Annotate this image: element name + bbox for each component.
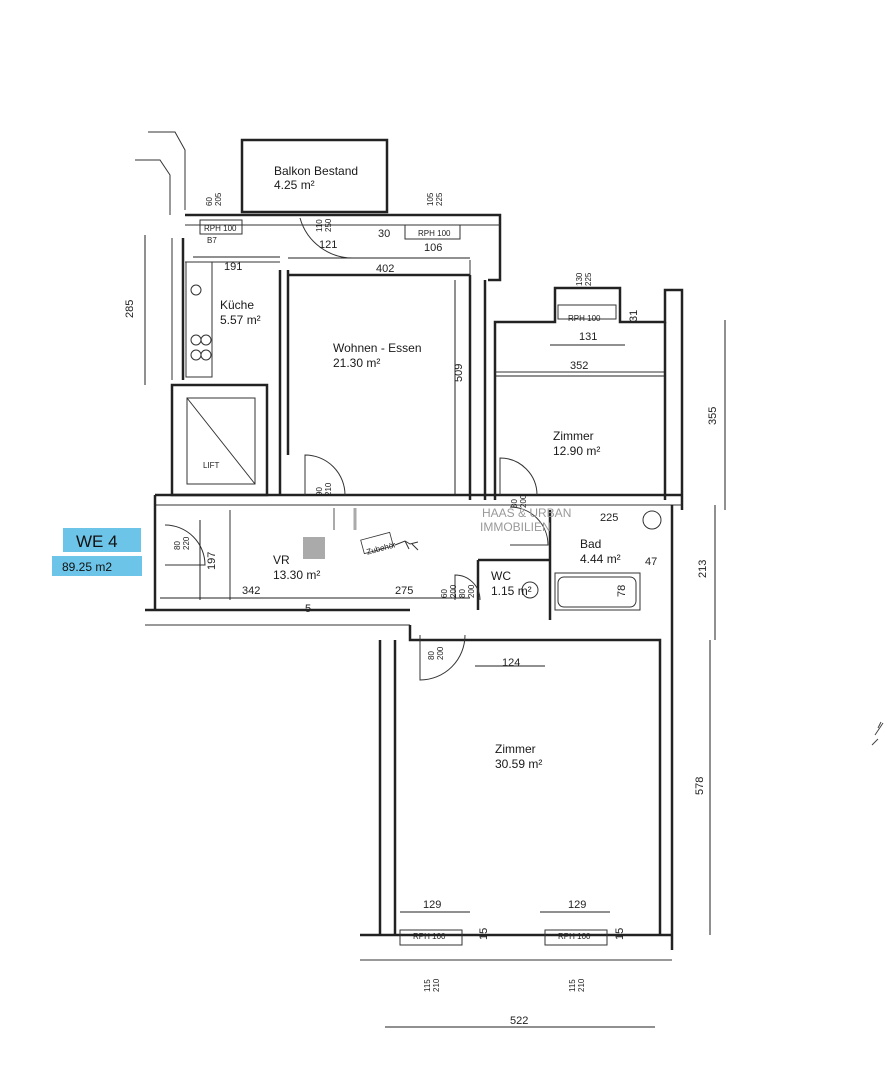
lift-label: LIFT bbox=[203, 461, 220, 470]
opening-label-o-90-210a: 90210 bbox=[315, 482, 333, 496]
opening-label-o-80-200b: 80200 bbox=[458, 584, 476, 598]
opening-label-o-80-200c: 80200 bbox=[427, 646, 445, 660]
zimmer2-area: 30.59 m² bbox=[495, 757, 542, 771]
balcony-outline bbox=[240, 138, 389, 214]
opening-label-o-115-210a: 115210 bbox=[423, 978, 441, 992]
dim-47: 47 bbox=[645, 556, 657, 568]
vr-area: 13.30 m² bbox=[273, 568, 320, 582]
zubehoer-tag bbox=[360, 531, 394, 555]
unit-tag-name: WE 4 bbox=[76, 532, 118, 551]
b7-label: B7 bbox=[207, 236, 217, 245]
watermark-brand-line2: IMMOBILIEN bbox=[480, 520, 551, 534]
unit-tag-name-bg bbox=[63, 528, 141, 552]
kueche-name: Küche bbox=[220, 298, 254, 312]
dim-78: 78 bbox=[616, 585, 628, 597]
wc-area: 1.15 m² bbox=[491, 584, 532, 598]
balkon-name: Balkon Bestand bbox=[274, 164, 358, 178]
dim-31: 31 bbox=[628, 310, 640, 322]
vr-name: VR bbox=[273, 553, 290, 567]
dim-342: 342 bbox=[242, 585, 260, 597]
zubehoer-label: Zubehör bbox=[366, 540, 397, 556]
dim-355: 355 bbox=[707, 407, 719, 425]
dim-30: 30 bbox=[378, 228, 390, 240]
opening-label-o-80-220: 80220 bbox=[173, 536, 191, 550]
dimension-lines bbox=[144, 235, 726, 1028]
dim-275: 275 bbox=[395, 585, 413, 597]
north-arrow-icon bbox=[871, 721, 884, 746]
keys-icon bbox=[394, 540, 419, 551]
rph-label-5: RPH 100 bbox=[558, 932, 591, 941]
wc-name: WC bbox=[491, 569, 511, 583]
dim-121: 121 bbox=[319, 239, 337, 251]
dim-578: 578 bbox=[694, 777, 706, 795]
dim-197: 197 bbox=[206, 552, 218, 570]
unit-tag-area: 89.25 m2 bbox=[62, 560, 112, 574]
dim-402: 402 bbox=[376, 263, 394, 275]
zimmer2-name: Zimmer bbox=[495, 742, 536, 756]
opening-label-o-60-200: 60200 bbox=[440, 584, 458, 598]
dim-285: 285 bbox=[124, 300, 136, 318]
wohnen-area: 21.30 m² bbox=[333, 356, 380, 370]
door-swings bbox=[164, 217, 549, 681]
bad-name: Bad bbox=[580, 537, 601, 551]
opening-label-o-115-210b: 115210 bbox=[568, 978, 586, 992]
dim-213: 213 bbox=[697, 560, 709, 578]
dim-106: 106 bbox=[424, 242, 442, 254]
kueche-area: 5.57 m² bbox=[220, 313, 261, 327]
rph-label-3: RPH 100 bbox=[568, 314, 601, 323]
dim-509: 509 bbox=[453, 364, 465, 382]
dim-131: 131 bbox=[579, 331, 597, 343]
opening-labels: 60205 110250 105225 130225 90210 80200 80220 80… bbox=[173, 192, 593, 992]
opening-label-o-60-205: 60205 bbox=[205, 192, 223, 206]
opening-label-o-80-200a: 80200 bbox=[510, 494, 528, 508]
dim-352: 352 bbox=[570, 360, 588, 372]
dim-129-right: 129 bbox=[568, 899, 586, 911]
dim-15-right: 15 bbox=[614, 928, 626, 940]
rph-label-1: RPH 100 bbox=[204, 224, 237, 233]
unit-tag-area-bg bbox=[52, 556, 142, 576]
dim-5: 5 bbox=[305, 603, 311, 615]
dim-124: 124 bbox=[502, 657, 520, 669]
wohnen-name: Wohnen - Essen bbox=[333, 341, 422, 355]
watermark-brand-line1: HAAS & URBAN bbox=[482, 506, 571, 520]
balkon-area: 4.25 m² bbox=[274, 178, 315, 192]
walls bbox=[135, 131, 684, 961]
rph-label-2: RPH 100 bbox=[418, 229, 451, 238]
dim-15-left: 15 bbox=[478, 928, 490, 940]
dim-225: 225 bbox=[600, 512, 618, 524]
reference-marker bbox=[303, 537, 325, 559]
dim-129-left: 129 bbox=[423, 899, 441, 911]
dim-191: 191 bbox=[224, 261, 242, 273]
dim-522: 522 bbox=[510, 1015, 528, 1027]
opening-label-o-105-225: 105225 bbox=[426, 192, 444, 206]
rph-label-4: RPH 100 bbox=[413, 932, 446, 941]
zimmer1-area: 12.90 m² bbox=[553, 444, 600, 458]
opening-label-o-110-250: 110250 bbox=[315, 218, 333, 232]
zimmer1-name: Zimmer bbox=[553, 429, 594, 443]
opening-label-o-130-225: 130225 bbox=[575, 272, 593, 286]
bad-area: 4.44 m² bbox=[580, 552, 621, 566]
